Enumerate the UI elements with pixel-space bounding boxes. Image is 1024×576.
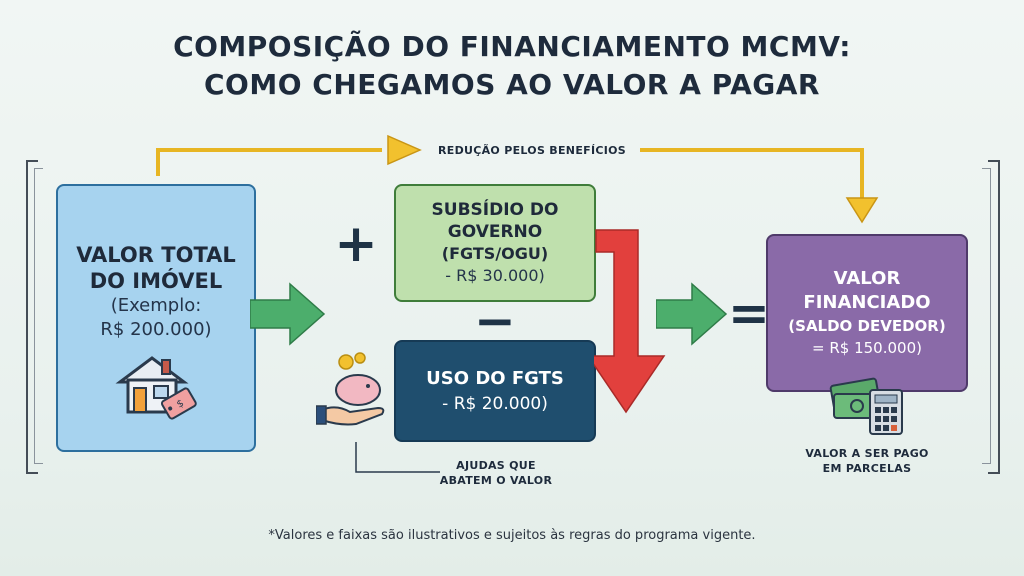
parcelas-label-line2: EM PARCELAS <box>822 462 912 475</box>
price-tag-icon: $ <box>160 387 197 420</box>
right-bracket <box>988 160 1000 474</box>
ajudas-label-line2: ABATEM O VALOR <box>439 474 553 487</box>
plus-operator: + <box>334 214 378 274</box>
title-line-2: COMO CHEGAMOS AO VALOR A PAGAR <box>204 68 820 101</box>
valor-total-box: VALOR TOTAL DO IMÓVEL (Exemplo: R$ 200.0… <box>56 184 256 452</box>
red-arrow-down <box>594 229 666 414</box>
equals-operator: = <box>728 284 770 342</box>
flow-label: REDUÇÃO PELOS BENEFÍCIOS <box>438 144 626 157</box>
ajudas-label-line1: AJUDAS QUE <box>456 459 536 472</box>
subsidio-value: - R$ 30.000) <box>445 266 545 285</box>
uso-fgts-box: USO DO FGTS - R$ 20.000) <box>394 340 596 442</box>
piggy-bank-hand-icon <box>316 352 385 426</box>
left-bracket-inner <box>34 168 43 464</box>
uso-fgts-value: - R$ 20.000) <box>442 394 548 414</box>
subsidio-line1: SUBSÍDIO DO <box>431 200 559 220</box>
ajudas-label: AJUDAS QUE ABATEM O VALOR <box>436 458 556 488</box>
title-line-1: COMPOSIÇÃO DO FINANCIAMENTO MCMV: <box>173 30 851 63</box>
subsidio-box: SUBSÍDIO DO GOVERNO (FGTS/OGU) - R$ 30.0… <box>394 184 596 302</box>
subsidio-line2: GOVERNO <box>447 222 543 242</box>
money-calculator-icon <box>829 377 903 435</box>
subsidio-line3: (FGTS/OGU) <box>441 244 549 263</box>
parcelas-label: VALOR A SER PAGO EM PARCELAS <box>792 446 942 476</box>
valor-total-line1: VALOR TOTAL <box>76 243 236 267</box>
house-icon <box>115 356 189 414</box>
valor-total-line2: DO IMÓVEL <box>89 269 223 293</box>
valor-financiado-box: VALOR FINANCIADO (SALDO DEVEDOR) = R$ 15… <box>766 234 968 392</box>
uso-fgts-line1: USO DO FGTS <box>426 368 564 389</box>
green-arrow-2 <box>656 282 728 346</box>
footnote: *Valores e faixas são ilustrativos e suj… <box>268 528 756 543</box>
parcelas-label-line1: VALOR A SER PAGO <box>805 447 929 460</box>
green-arrow-1 <box>250 282 326 346</box>
financiado-line3: (SALDO DEVEDOR) <box>788 317 946 335</box>
financiado-value: = R$ 150.000) <box>812 339 922 357</box>
left-bracket <box>26 160 38 474</box>
financiado-line2: FINANCIADO <box>803 292 931 313</box>
svg-text:$: $ <box>175 398 186 411</box>
valor-total-example: (Exemplo: <box>110 295 202 316</box>
right-bracket-inner <box>982 168 991 464</box>
valor-total-value: R$ 200.000) <box>100 319 212 340</box>
ajudas-connector <box>355 442 440 473</box>
minus-operator: − <box>474 292 516 350</box>
financiado-line1: VALOR <box>833 268 901 289</box>
